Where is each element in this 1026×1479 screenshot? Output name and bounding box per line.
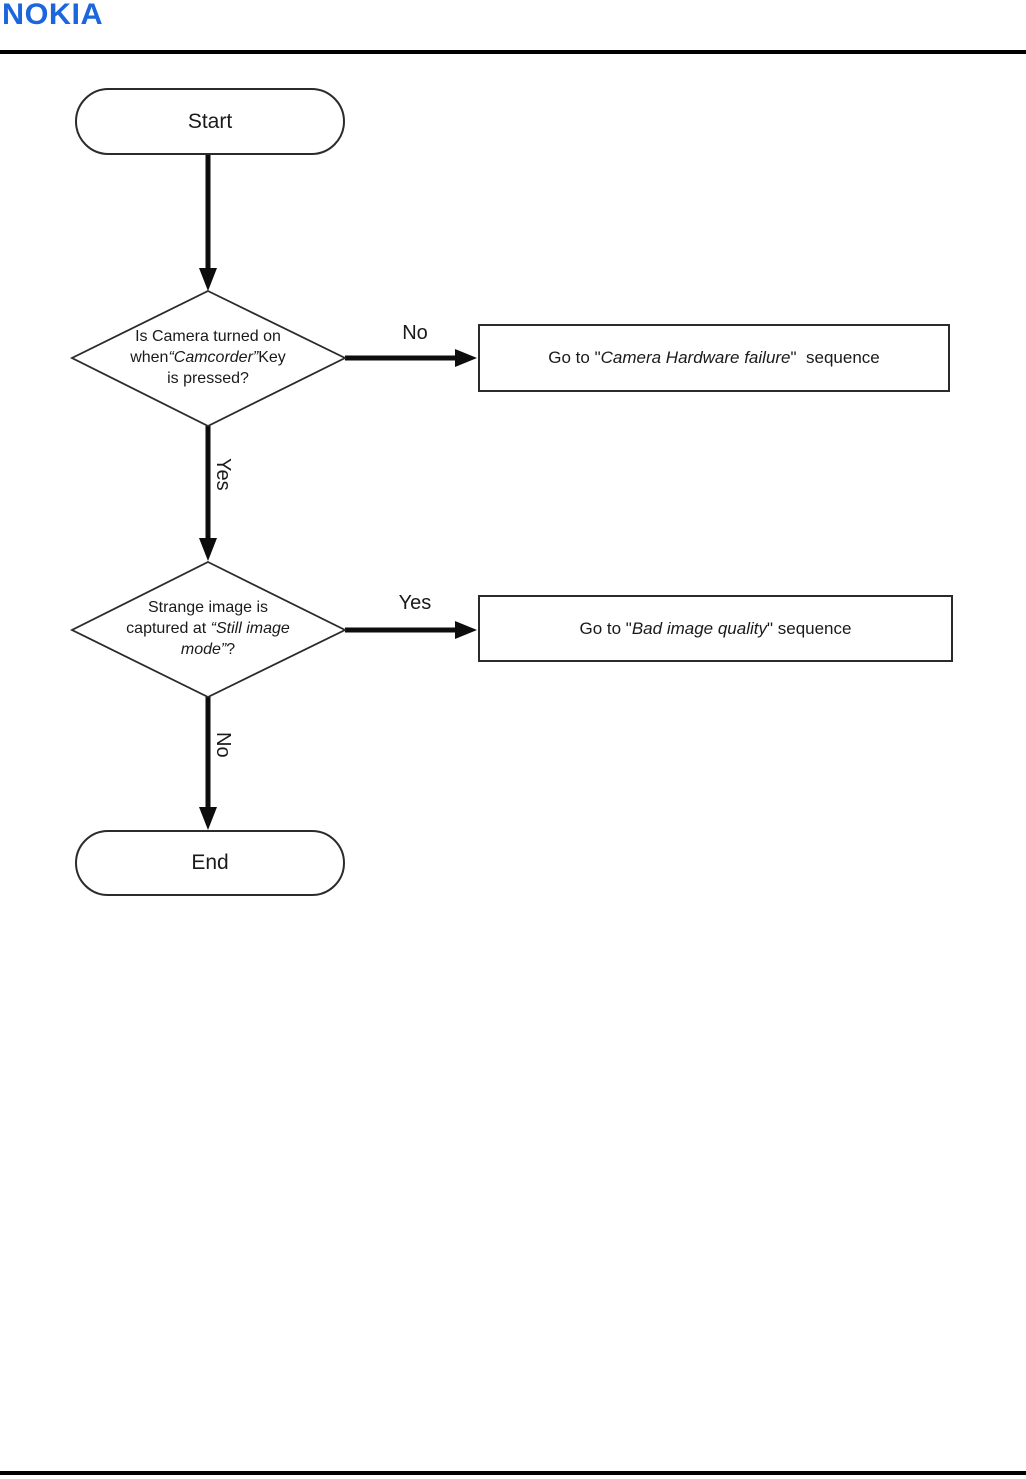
process-bad-image-quality: Go to "Bad image quality" sequence xyxy=(478,595,953,662)
decision1-yes-label: Yes xyxy=(212,458,234,491)
start-label: Start xyxy=(187,109,233,133)
process-camera-hw-failure-text: Go to "Camera Hardware failure" sequence xyxy=(548,348,880,367)
footer-divider-line xyxy=(0,1471,1026,1475)
decision2-text: Strange image is captured at “Still imag… xyxy=(88,598,328,660)
decision1-text: Is Camera turned on when“Camcorder”Key i… xyxy=(88,327,328,389)
decision1-line2: when“Camcorder”Key xyxy=(130,348,286,366)
process-camera-hw-failure: Go to "Camera Hardware failure" sequence xyxy=(478,324,950,392)
nokia-logo: NOKIA xyxy=(2,0,104,31)
decision1-line3: is pressed? xyxy=(167,369,249,387)
arrowhead-down-3 xyxy=(199,807,217,830)
arrowhead-right-2 xyxy=(455,621,477,639)
end-label: End xyxy=(191,851,229,874)
arrowhead-down-2 xyxy=(199,538,217,561)
decision1-diamond xyxy=(69,289,348,428)
decision2-no-label: No xyxy=(212,732,234,758)
end-terminator: End xyxy=(75,830,345,896)
decision2-line3: mode”? xyxy=(180,640,236,658)
decision2-yes-label: Yes xyxy=(398,592,432,614)
decision1-line1: Is Camera turned on xyxy=(135,328,281,345)
decision2-diamond xyxy=(69,560,348,699)
decision1-no-label: No xyxy=(402,322,428,344)
decision2-line1: Strange image is xyxy=(147,599,269,616)
arrowhead-right-1 xyxy=(455,349,477,367)
arrowhead-down-1 xyxy=(199,268,217,291)
decision2-line2: captured at “Still image xyxy=(126,619,290,637)
process-bad-image-quality-text: Go to "Bad image quality" sequence xyxy=(579,618,852,638)
header-divider-line xyxy=(0,50,1026,54)
start-terminator: Start xyxy=(75,88,345,155)
